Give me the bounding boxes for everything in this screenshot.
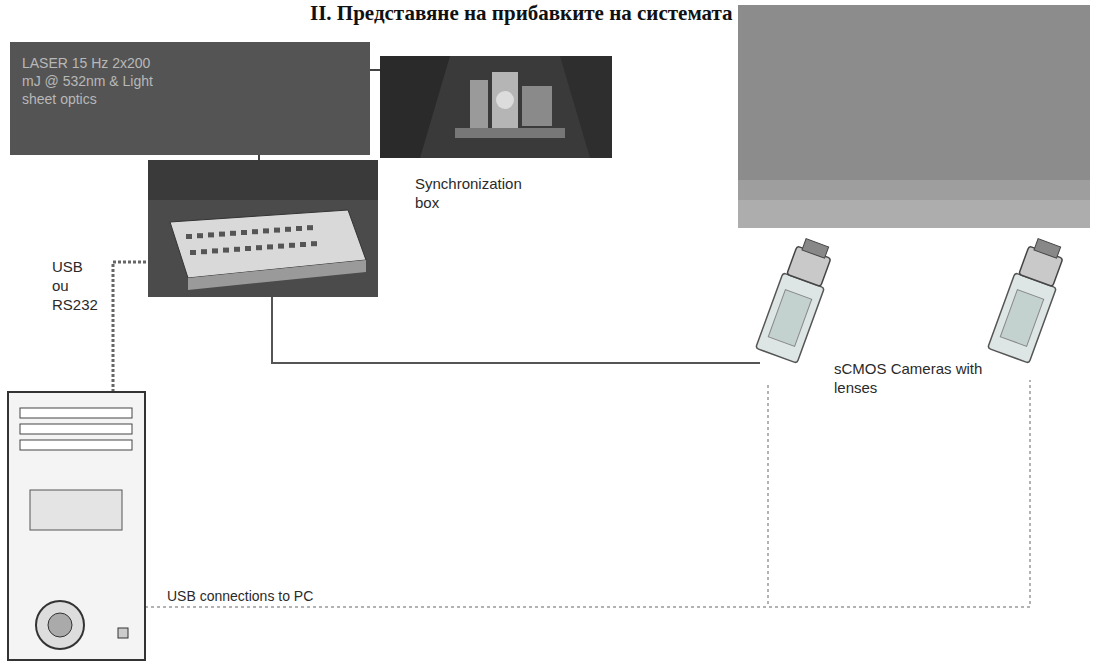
- laser-box: LASER 15 Hz 2x200 mJ @ 532nm & Light she…: [10, 42, 370, 155]
- box-heading: Synchronization box: [415, 174, 535, 212]
- title: II. Представяне на прибавките на система…: [310, 0, 733, 26]
- pc-tower: [8, 392, 145, 660]
- usb-rs232-wire: [113, 262, 148, 392]
- label: sCMOS Cameras with lenses: [832, 360, 986, 398]
- sync-box: Synchronization box: [148, 160, 378, 297]
- camera-trigger-wire: [272, 297, 760, 363]
- box-text: LASER 15 Hz 2x200 mJ @ 532nm & Light she…: [22, 54, 167, 108]
- sync-device: [148, 160, 378, 297]
- setup-photo: [738, 5, 1090, 228]
- usb-camera-wire: [145, 380, 1030, 607]
- label: USB ou RS232: [52, 258, 98, 314]
- laser-photo: [370, 56, 612, 158]
- usb-camera-wire: [767, 385, 769, 607]
- camera: [756, 235, 838, 363]
- label: USB connections to PC: [165, 588, 315, 606]
- camera: [988, 235, 1070, 363]
